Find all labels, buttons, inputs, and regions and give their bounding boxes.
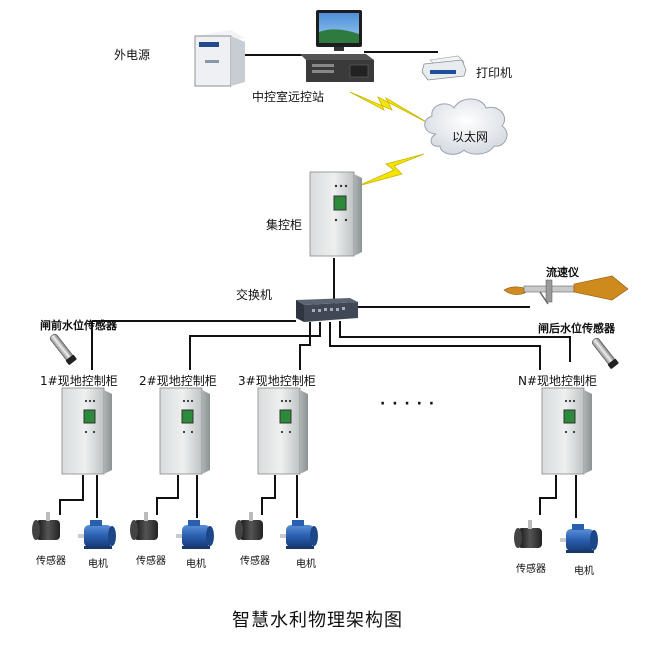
cabinet-2-motor-icon (176, 520, 214, 549)
cabinet-3-motor-label: 电机 (296, 559, 316, 570)
field-cabinet-2-icon (159, 387, 210, 475)
cabinet-3-sensor-label: 传感器 (240, 556, 270, 567)
ethernet-cloud-icon (424, 98, 508, 155)
cab3-sensor-line (261, 475, 276, 515)
field-cabinet-3-icon (257, 387, 308, 475)
cabinet-1-sensor-icon (32, 512, 60, 540)
cabinet-3-motor-icon (280, 520, 318, 549)
cabinet-3-sensor-icon (235, 512, 263, 540)
central-cabinet-label: 集控柜 (266, 218, 303, 232)
flowmeter-icon (503, 275, 629, 305)
switch-to-cabinet-2-line (189, 322, 321, 370)
power-supply-label: 外电源 (114, 48, 151, 62)
cabinet-n-sensor-icon (514, 520, 542, 548)
cabinet-1-sensor-label: 传感器 (36, 556, 66, 567)
flowmeter-label: 流速仪 (546, 266, 579, 279)
power-supply-icon (194, 30, 245, 87)
cabn-sensor-line (539, 475, 557, 515)
printer-label: 打印机 (476, 66, 513, 80)
connection-lines (59, 51, 577, 518)
cabinet-2-label: 2#现地控制柜 (139, 374, 217, 388)
wireless-link-icon-2 (357, 153, 425, 187)
switch-label: 交换机 (236, 288, 273, 302)
diagram-caption: 智慧水利物理架构图 (232, 610, 403, 631)
switch-to-cabinet-3-line (299, 322, 311, 370)
cabinet-3-label: 3#现地控制柜 (238, 374, 316, 388)
cabinet-2-motor-label: 电机 (186, 559, 206, 570)
cabinet-2-sensor-label: 传感器 (136, 556, 166, 567)
cabinet-1-label: 1#现地控制柜 (40, 374, 118, 388)
field-cabinet-1-icon (61, 387, 112, 475)
ethernet-label: 以太网 (452, 130, 489, 144)
control-station-icon (300, 10, 374, 82)
switch-to-cabinet-n-line (329, 322, 541, 370)
cabinet-n-label: N#现地控制柜 (518, 374, 598, 388)
cabinet-2-sensor-icon (130, 512, 158, 540)
cabinet-1-motor-icon (78, 520, 116, 549)
control-station-label: 中控室远控站 (252, 90, 325, 104)
more-cabinets-ellipsis: · · · · · (380, 396, 436, 412)
wireless-link-icon-1 (349, 91, 431, 125)
water-level-sensor-rear-icon (591, 337, 619, 369)
cabinet-n-motor-icon (560, 524, 598, 553)
field-cabinet-n-icon (541, 387, 592, 475)
water-level-sensor-front-icon (49, 333, 77, 365)
sensor-after-gate-label: 闸后水位传感器 (538, 322, 615, 335)
cab1-sensor-line (59, 475, 84, 515)
printer-icon (421, 55, 467, 81)
network-switch-icon (296, 298, 358, 322)
cabinet-n-motor-label: 电机 (574, 566, 594, 577)
cabinet-n-sensor-label: 传感器 (516, 564, 546, 575)
cabinet-1-motor-label: 电机 (88, 559, 108, 570)
switch-to-rear-sensor-line (339, 321, 571, 362)
sensor-before-gate-label: 闸前水位传感器 (40, 319, 117, 332)
central-cabinet-icon (309, 171, 362, 257)
cab2-sensor-line (156, 475, 179, 515)
